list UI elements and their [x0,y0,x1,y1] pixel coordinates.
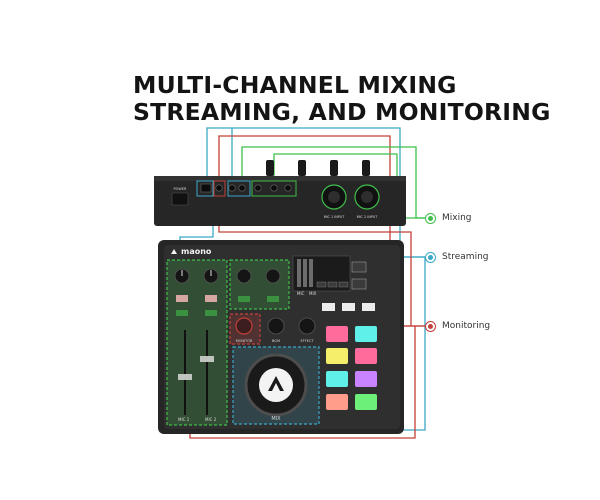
jack-5 [270,184,278,192]
mixer-device: maono MIC 1 MIC 2 [158,240,404,434]
mic2-fader [200,356,214,362]
maono-logo-icon [171,249,177,254]
rear-knob-4 [362,160,370,176]
legend-streaming: Streaming [425,249,545,265]
headline-line-2: STREAMING, AND MONITORING [133,98,551,126]
headline-line-1: MULTI-CHANNEL MIXING [133,71,457,99]
headline: MULTI-CHANNEL MIXING STREAMING, AND MONI… [133,72,551,126]
mic1-mute-button [176,310,188,316]
pad-6 [355,371,377,387]
echo-knob [265,268,281,284]
monitor-knobs [235,317,316,335]
pad-mode-button-3 [362,303,375,311]
legend-mixing: Mixing [425,210,545,226]
screen-button-3 [338,281,349,288]
mic2-select-button [205,295,217,302]
monitor-label: MONITOR [236,339,253,343]
mic-faders [178,330,214,415]
bgm-label: BGM [272,339,280,343]
power-label: POWER [174,187,188,191]
rear-knob-3 [330,160,338,176]
mic2-mute-button [205,310,217,316]
effect-knob [298,317,316,335]
bgm-knob [267,317,285,335]
screen-side-button-2 [351,278,367,290]
mic2-input-label: MIC 2 INPUT [357,215,379,219]
reverb-knob [236,268,252,284]
mix-logo-icon [268,376,284,391]
jack-3 [238,184,246,192]
mic-knobs [174,268,219,284]
red-dot-icon [425,320,436,332]
monitoring-line-mid [218,222,412,326]
mic1-label: MIC 1 [178,417,190,422]
mic-channel-section [166,259,228,426]
mix-label: MIX [271,416,281,422]
mix-small-label: MIX [309,291,317,296]
rear-knob-1 [266,160,274,176]
legend-monitoring-label: Monitoring [442,321,491,331]
monitor-section [229,313,261,345]
jack-6 [284,184,292,192]
mic1-input-label: MIC 1 INPUT [324,215,346,219]
rear-jacks [200,183,292,193]
usb-port [200,183,212,193]
rear-knob-2 [298,160,306,176]
monitor-knob [235,317,253,335]
brand-label: maono [181,247,212,256]
mic-small-label: MIC [297,291,305,296]
pad-mode-button-2 [342,303,355,311]
blue-dot-icon [425,251,436,263]
jack-1 [215,184,223,192]
pad-4 [355,348,377,364]
mic2-label: MIC 2 [205,417,217,422]
screen-button-2 [327,281,338,288]
effect-label: EFFECT [300,339,314,343]
pad-7 [326,394,348,410]
jack-2 [228,184,236,192]
legend-monitoring: Monitoring [425,318,545,334]
mic1-fader [178,374,192,380]
pad-2 [355,326,377,342]
sound-pads [326,326,377,410]
screen-button-1 [316,281,327,288]
legend-mixing-label: Mixing [442,213,472,223]
power-switch [171,192,189,206]
level-meters [297,259,313,287]
xlr-input-2 [354,184,380,210]
pad-1 [326,326,348,342]
green-dot-icon [425,212,436,224]
pad-3 [326,348,348,364]
screen-side-button-1 [351,261,367,273]
legend-streaming-label: Streaming [442,252,489,262]
jack-4 [254,184,262,192]
screen-buttons [316,281,349,288]
effect-mute-button-2 [267,296,279,302]
back-panel: POWER MIC 1 INPUT MIC 2 INPUT [154,160,406,226]
pad-8 [355,394,377,410]
xlr-input-1 [321,184,347,210]
pad-mode-button-1 [322,303,335,311]
pad-5 [326,371,348,387]
effect-mute-button-1 [238,296,250,302]
mic1-select-button [176,295,188,302]
